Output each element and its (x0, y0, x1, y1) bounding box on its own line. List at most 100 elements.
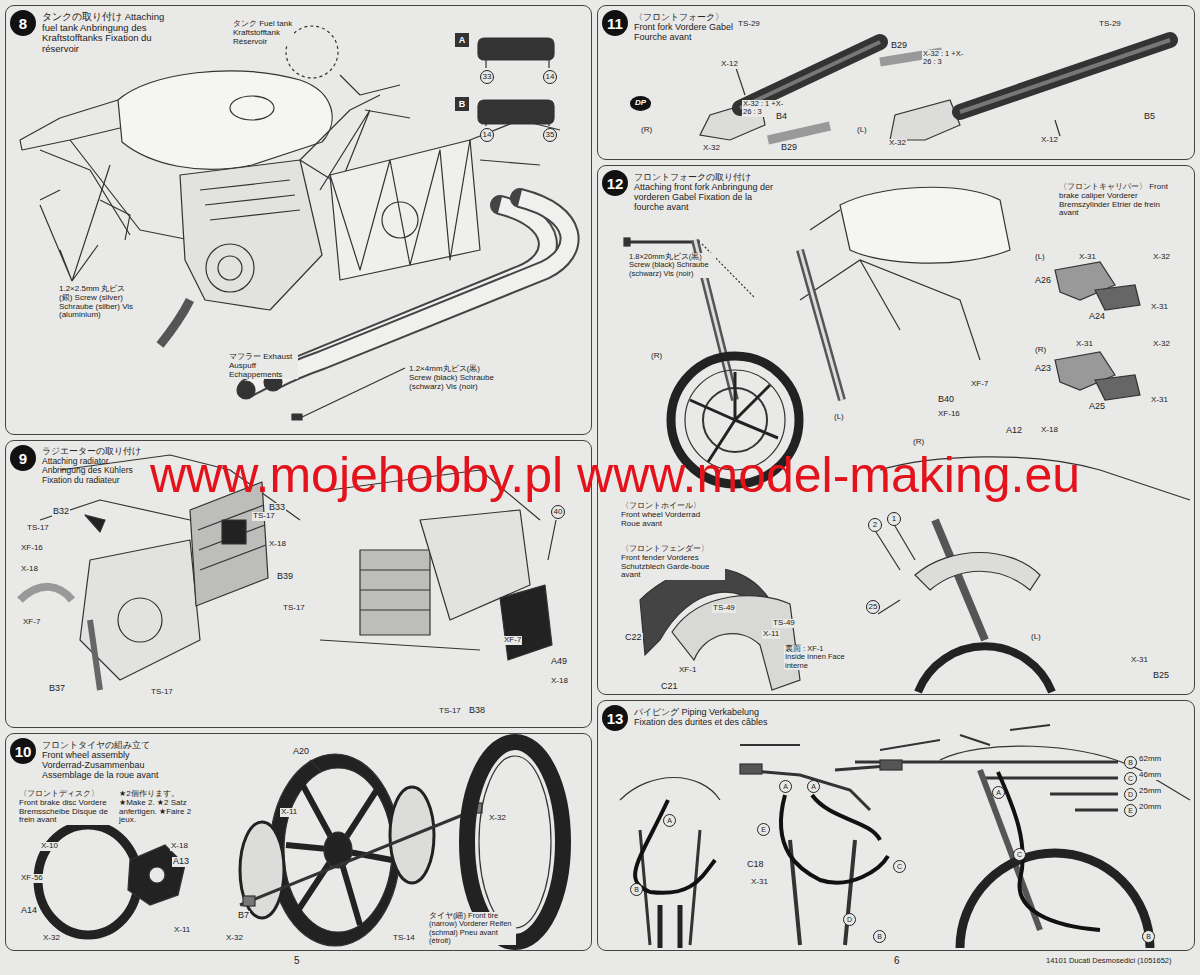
step-number-text: 12 (607, 176, 624, 191)
step-number-text: 11 (607, 16, 623, 31)
part-code: A13 (172, 857, 190, 867)
part-code: XF-16 (937, 410, 961, 419)
drawn-shape (218, 256, 242, 280)
step-panel: パイピング Piping Verkabelung Fixation des du… (597, 700, 1195, 951)
drawn-line (470, 120, 560, 165)
callout-number: A (992, 786, 1005, 799)
part-code: B7 (472, 913, 485, 923)
part-code: 20mm (1138, 803, 1162, 812)
step-number-text: 9 (19, 451, 27, 466)
part-code: X-31 (1150, 303, 1169, 312)
part-code: X-18 (1040, 426, 1059, 435)
drawn-line (500, 585, 552, 660)
step11-drawing (700, 40, 1170, 140)
step-panel: 〈フロントフォーク〉 Front fork Vordere Gabel Four… (597, 5, 1195, 160)
part-code: X-18 (550, 677, 569, 686)
part-code: XF-56 (20, 874, 44, 883)
drawn-line (880, 52, 942, 62)
drawn-line (275, 198, 570, 380)
note-text: タンク Fuel tank Kraftstofftank Réservoir (232, 20, 294, 46)
step-number: 12 (602, 170, 628, 196)
drawn-line (768, 126, 830, 140)
step-number: 11 (602, 10, 628, 36)
drawn-line (240, 810, 475, 905)
part-code: TS-14 (392, 934, 416, 943)
part-code: TS-29 (1098, 20, 1122, 29)
part-code: A24 (1088, 312, 1106, 322)
drawn-line (330, 140, 480, 280)
part-code: B7 (237, 911, 250, 921)
drawn-part (360, 550, 430, 635)
part-code: X-32 (488, 814, 507, 823)
part-code: (L) (833, 413, 845, 422)
part-code: X-32 (702, 144, 721, 153)
part-code: B29 (890, 41, 908, 51)
part-code: (R) (640, 126, 653, 135)
paint-badge: DP (630, 96, 651, 111)
drawn-shape (270, 754, 400, 946)
part-code: X-18 (20, 565, 39, 574)
callout-number: 33 (480, 70, 494, 84)
drawn-line (1095, 285, 1140, 310)
drawn-line (310, 760, 322, 772)
part-code: B5 (1143, 112, 1156, 122)
part-code: (L) (1030, 633, 1042, 642)
part-code: B39 (276, 572, 294, 582)
drawn-line (200, 180, 300, 220)
part-code: TS-17 (438, 707, 462, 716)
drawn-line (1095, 375, 1140, 400)
drawn-line (630, 241, 700, 244)
part-code: TS-17 (252, 512, 276, 521)
step-number-text: 8 (19, 16, 27, 31)
part-code: X-32 (42, 934, 61, 943)
step-heading: フロントタイヤの組み立て Front wheel assembly Vorder… (42, 740, 172, 780)
step-heading: ラジエーターの取り付け Attaching radiator Anbringun… (42, 447, 142, 485)
drawn-line (880, 457, 1190, 500)
callout-number: 35 (543, 128, 557, 142)
drawn-line (620, 778, 720, 801)
drawn-line (160, 300, 190, 345)
drawn-line (180, 160, 322, 310)
part-code: B25 (1152, 671, 1170, 681)
drawn-shape (685, 370, 785, 470)
callout-number: A (663, 814, 676, 827)
step-panel: フロントタイヤの組み立て Front wheel assembly Vorder… (5, 733, 592, 951)
part-code: X-12 (720, 60, 739, 69)
drawn-shape (671, 356, 799, 484)
part-code: X-32 (1152, 340, 1171, 349)
part-code: 62mm (1138, 755, 1162, 764)
part-code: C22 (624, 633, 643, 643)
drawn-line (360, 570, 430, 610)
part-code: X-12 (1040, 136, 1059, 145)
drawn-line (198, 505, 266, 570)
callout-number: E (1124, 804, 1137, 817)
drawn-line (695, 240, 842, 400)
note-text: マフラー Exhaust Auspuff Echappements (228, 353, 298, 379)
drawn-shape (467, 742, 563, 942)
drawn-line (781, 795, 888, 883)
drawn-line (486, 60, 549, 126)
callout-number: 25 (866, 600, 880, 614)
drawn-part (292, 414, 302, 420)
part-code: X-11 (762, 630, 780, 639)
drawn-part (478, 38, 554, 60)
drawn-line (890, 100, 960, 140)
drawn-line (740, 42, 880, 108)
part-code: X-32 (1152, 253, 1171, 262)
drawn-line (85, 515, 105, 532)
drawn-line (286, 780, 392, 925)
part-code: X-31 (1130, 656, 1149, 665)
part-code: (L) (856, 126, 868, 135)
part-code: XF-16 (20, 544, 44, 553)
part-code: B4 (775, 112, 788, 122)
drawn-line (960, 40, 1170, 112)
drawn-shape (237, 381, 255, 399)
callout-number: B (1124, 756, 1137, 769)
drawn-line (20, 587, 72, 600)
step-number-text: 10 (15, 744, 32, 759)
part-code: A23 (1034, 364, 1052, 374)
note-text: 1.2×2.5mm 丸ビス(銀) Screw (silver) Schraube… (58, 285, 136, 320)
drawn-line (340, 75, 410, 118)
note-text: 〈フロントディスク〉 Front brake disc Vordere Brem… (18, 790, 110, 825)
